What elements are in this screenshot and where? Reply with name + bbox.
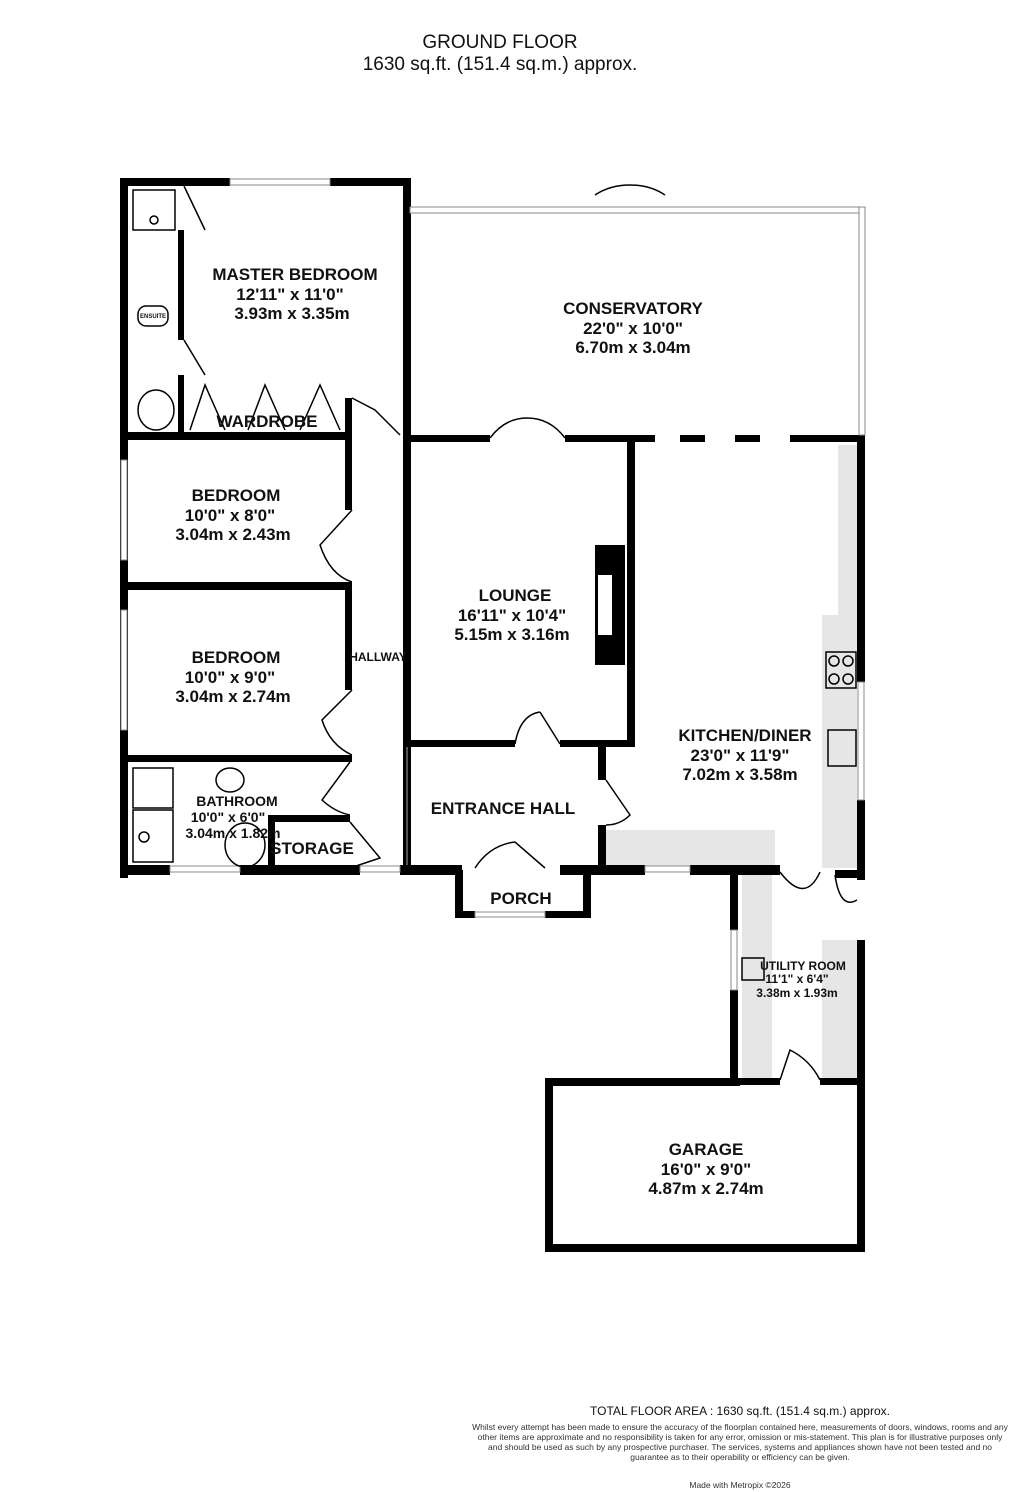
conservatory-imperial: 22'0" x 10'0" — [583, 319, 683, 338]
storage-name: STORAGE — [270, 839, 354, 858]
room-labels: MASTER BEDROOM 12'11" x 11'0" 3.93m x 3.… — [140, 265, 846, 1198]
disclaimer: Whilst every attempt has been made to en… — [472, 1422, 1008, 1462]
fixtures — [132, 189, 857, 981]
bathroom-imperial: 10'0" x 6'0" — [191, 809, 265, 825]
lounge-name: LOUNGE — [479, 586, 552, 605]
kitchen-metric: 7.02m x 3.58m — [682, 765, 797, 784]
bathroom-metric: 3.04m x 1.82m — [186, 825, 281, 841]
total-floor-area: TOTAL FLOOR AREA : 1630 sq.ft. (151.4 sq… — [590, 1404, 890, 1418]
porch-name: PORCH — [490, 889, 551, 908]
utility-metric: 3.38m x 1.93m — [756, 986, 837, 1000]
garage-name: GARAGE — [669, 1140, 744, 1159]
floor-title: GROUND FLOOR — [422, 32, 578, 53]
windows — [120, 178, 866, 991]
master-bedroom-metric: 3.93m x 3.35m — [234, 304, 349, 323]
kitchen-name: KITCHEN/DINER — [678, 726, 811, 745]
kitchen-imperial: 23'0" x 11'9" — [691, 746, 790, 765]
doors — [183, 184, 858, 1081]
ensuite-name: ENSUITE — [140, 314, 166, 320]
wardrobe-label: WARDROBE — [216, 412, 317, 431]
bedroom2-imperial: 10'0" x 9'0" — [185, 668, 275, 687]
bedroom1-metric: 3.04m x 2.43m — [175, 525, 290, 544]
garage-metric: 4.87m x 2.74m — [648, 1179, 763, 1198]
master-bedroom-name: MASTER BEDROOM — [212, 265, 377, 284]
hallway-name: HALLWAY — [349, 650, 407, 664]
floor-area: 1630 sq.ft. (151.4 sq.m.) approx. — [362, 54, 638, 75]
garage-imperial: 16'0" x 9'0" — [661, 1160, 751, 1179]
lounge-imperial: 16'11" x 10'4" — [458, 606, 566, 625]
bedroom1-imperial: 10'0" x 8'0" — [185, 506, 275, 525]
lounge-metric: 5.15m x 3.16m — [454, 625, 569, 644]
master-bedroom-imperial: 12'11" x 11'0" — [236, 285, 343, 304]
credit: Made with Metropix ©2026 — [689, 1480, 791, 1490]
conservatory-name: CONSERVATORY — [563, 299, 703, 318]
walls — [120, 178, 865, 1252]
conservatory-metric: 6.70m x 3.04m — [575, 338, 690, 357]
utility-name: UTILITY ROOM — [760, 959, 846, 973]
utility-imperial: 11'1" x 6'4" — [765, 972, 828, 986]
bedroom2-name: BEDROOM — [192, 648, 281, 667]
entrance-hall-name: ENTRANCE HALL — [431, 799, 576, 818]
bedroom1-name: BEDROOM — [192, 486, 281, 505]
bathroom-name: BATHROOM — [196, 793, 277, 809]
bedroom2-metric: 3.04m x 2.74m — [175, 687, 290, 706]
